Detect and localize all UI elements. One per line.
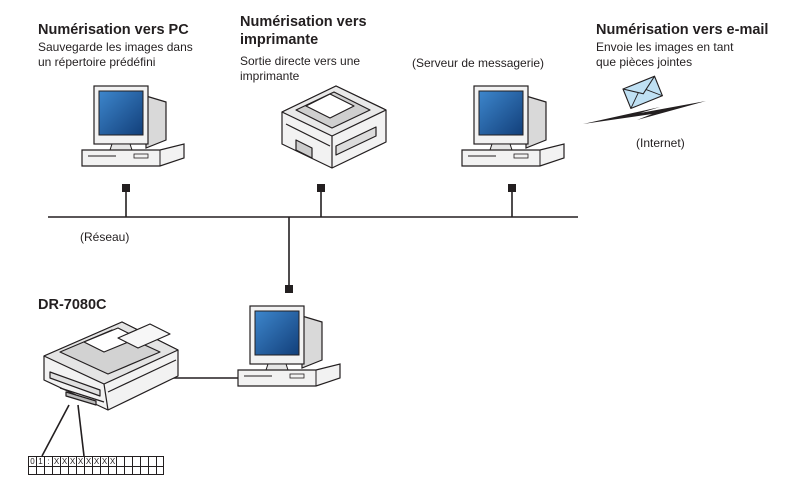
lcd-cell — [77, 466, 85, 475]
scanner-model-label: DR-7080C — [38, 297, 107, 313]
lcd-cell — [85, 466, 93, 475]
lcd-cell — [69, 466, 77, 475]
pc-title: Numérisation vers PC — [38, 22, 189, 38]
lcd-cell — [117, 457, 125, 466]
lcd-cell — [157, 466, 163, 475]
lcd-row-2 — [29, 466, 163, 475]
lcd-cell — [101, 466, 109, 475]
lcd-cell: X — [101, 457, 109, 466]
lcd-cell — [157, 457, 163, 466]
lcd-cell: : — [45, 457, 53, 466]
lcd-cell: 1 — [37, 457, 45, 466]
lcd-cell — [133, 457, 141, 466]
email-title: Numérisation vers e-mail — [596, 22, 769, 38]
lcd-cell — [109, 466, 117, 475]
lcd-cell — [117, 466, 125, 475]
lcd-cell — [141, 457, 149, 466]
lcd-cell: X — [77, 457, 85, 466]
lcd-cell — [61, 466, 69, 475]
lcd-cell — [141, 466, 149, 475]
lcd-cell: X — [53, 457, 61, 466]
pc-description: Sauvegarde les images dans un répertoire… — [38, 40, 193, 69]
printer-description: Sortie directe vers une imprimante — [240, 54, 361, 83]
email-description: Envoie les images en tant que pièces joi… — [596, 40, 734, 69]
internet-zigzag-line — [583, 101, 706, 124]
printer-icon — [281, 85, 387, 169]
network-nodes — [122, 184, 516, 293]
internet-label: (Internet) — [636, 136, 685, 150]
lcd-cell — [93, 466, 101, 475]
network-lines — [41, 188, 578, 457]
lcd-cell — [149, 466, 157, 475]
lcd-cell: X — [109, 457, 117, 466]
lcd-row-1: 0 1 : X X X X X X X X — [29, 457, 163, 467]
scanner-icon — [43, 321, 179, 411]
lcd-display: 0 1 : X X X X X X X X — [28, 456, 164, 475]
lcd-cell — [133, 466, 141, 475]
network-computer-icon — [237, 305, 341, 387]
lcd-cell — [37, 466, 45, 475]
printer-title: Numérisation vers imprimante — [240, 14, 367, 48]
pc-computer-icon — [81, 85, 185, 167]
lcd-cell — [53, 466, 61, 475]
lcd-cell: X — [61, 457, 69, 466]
lcd-cell — [29, 466, 37, 475]
lcd-cell — [125, 466, 133, 475]
mail-server-computer-icon — [461, 85, 565, 167]
lcd-cell — [149, 457, 157, 466]
lcd-cell — [45, 466, 53, 475]
mail-server-label: (Serveur de messagerie) — [412, 56, 545, 70]
lcd-cell: X — [93, 457, 101, 466]
lcd-cell: 0 — [29, 457, 37, 466]
lcd-cell: X — [85, 457, 93, 466]
lcd-cell — [125, 457, 133, 466]
email-envelope-icon — [622, 75, 664, 110]
network-label: (Réseau) — [80, 230, 130, 244]
lcd-cell: X — [69, 457, 77, 466]
